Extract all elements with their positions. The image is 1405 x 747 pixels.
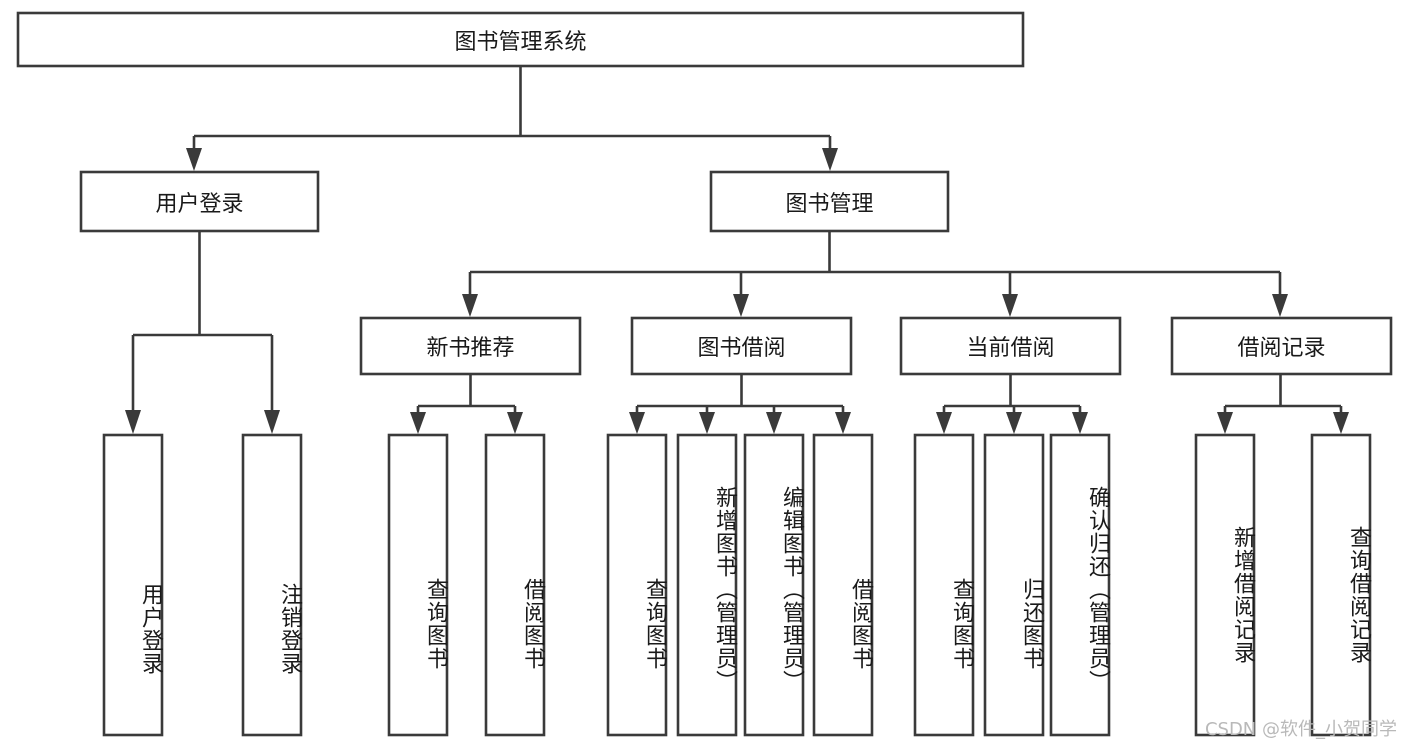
node-box-new-book-recommend[interactable] (359, 316, 582, 376)
edge-group-borrow-record-to-leaves (1217, 374, 1349, 434)
node-box-leaf-query-book-3[interactable] (913, 433, 975, 737)
node-box-leaf-add-book[interactable] (676, 433, 738, 737)
arrow-head-icon (507, 412, 523, 434)
node-box-leaf-query-book-2[interactable] (606, 433, 668, 737)
arrow-head-icon (1002, 294, 1018, 317)
node-box-book-manage[interactable] (709, 170, 950, 233)
edge-group-book-borrow-to-leaves (629, 374, 851, 434)
arrow-head-icon (125, 410, 141, 434)
arrow-head-icon (1333, 412, 1349, 434)
edge-group-current-borrow-to-leaves (936, 374, 1088, 434)
arrow-head-icon (186, 148, 202, 171)
arrow-head-icon (936, 412, 952, 434)
edge-group-user-login-to-leaves (125, 231, 280, 434)
arrow-head-icon (835, 412, 851, 434)
node-box-leaf-user-logout[interactable] (241, 433, 303, 737)
node-box-leaf-add-record[interactable] (1194, 433, 1256, 737)
node-box-leaf-edit-book[interactable] (743, 433, 805, 737)
arrow-head-icon (1272, 294, 1288, 317)
edge-group-new-book-recommend-to-leaves (410, 374, 523, 434)
node-box-leaf-borrow-book-1[interactable] (484, 433, 546, 737)
node-box-current-borrow[interactable] (899, 316, 1122, 376)
edge-group-book-manage-to-level3 (462, 231, 1288, 317)
arrow-head-icon (264, 410, 280, 434)
arrow-head-icon (1072, 412, 1088, 434)
arrow-head-icon (822, 148, 838, 171)
node-box-leaf-return-book[interactable] (983, 433, 1045, 737)
node-box-leaf-query-record[interactable] (1310, 433, 1372, 737)
arrow-head-icon (699, 412, 715, 434)
node-box-borrow-record[interactable] (1170, 316, 1393, 376)
node-box-leaf-borrow-book-2[interactable] (812, 433, 874, 737)
arrow-head-icon (1006, 412, 1022, 434)
node-box-user-login[interactable] (79, 170, 320, 233)
edge-group-root-to-level2 (186, 66, 838, 171)
node-box-root[interactable] (16, 11, 1025, 68)
node-box-leaf-user-login[interactable] (102, 433, 164, 737)
arrow-head-icon (766, 412, 782, 434)
arrow-head-icon (410, 412, 426, 434)
arrow-head-icon (629, 412, 645, 434)
arrow-head-icon (733, 294, 749, 317)
arrow-head-icon (462, 294, 478, 317)
node-box-leaf-query-book-1[interactable] (387, 433, 449, 737)
node-box-book-borrow[interactable] (630, 316, 853, 376)
node-box-leaf-confirm-return[interactable] (1049, 433, 1111, 737)
arrow-head-icon (1217, 412, 1233, 434)
